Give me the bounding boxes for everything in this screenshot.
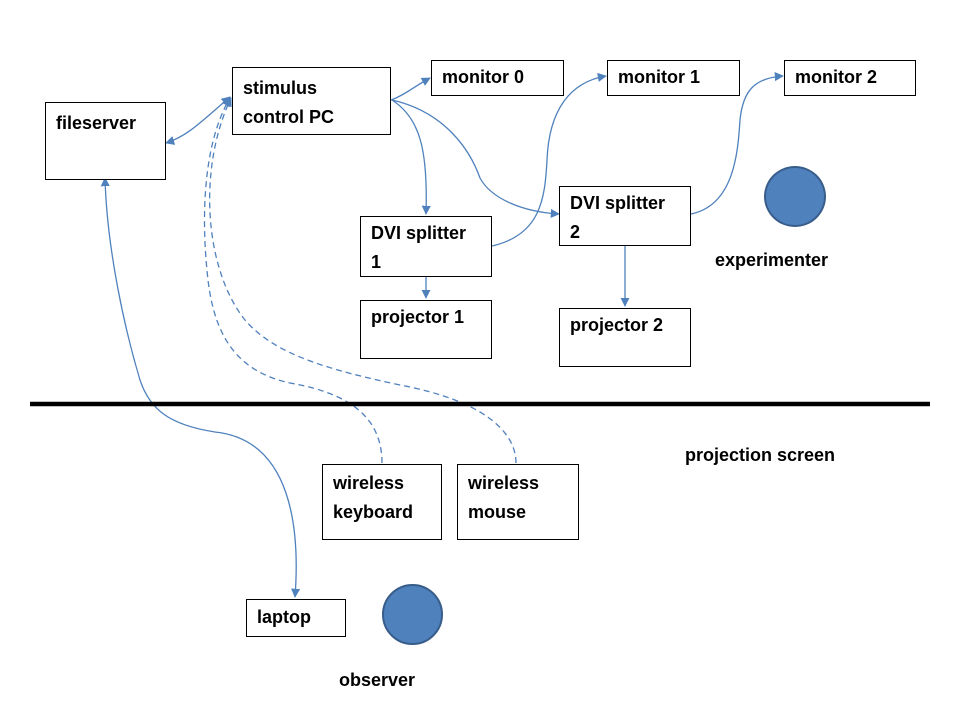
experimenter-icon — [764, 166, 826, 227]
dvi-splitter2-box: DVI splitter 2 — [559, 186, 691, 246]
edge-dvi-splitter2-monitor2 — [690, 72, 784, 215]
edge-wireless-mouse-stimulus-pc — [209, 97, 517, 464]
edge-stimulus-pc-monitor0 — [390, 77, 431, 101]
edge-fileserver-stimulus-pc — [165, 96, 231, 145]
observer-label: observer — [339, 670, 416, 690]
laptop-box: laptop — [246, 599, 346, 637]
edge-laptop-fileserver — [100, 177, 301, 598]
projector1-box: projector 1 — [360, 300, 492, 359]
wireless-keyboard-box: wireless keyboard — [322, 464, 442, 540]
dvi-splitter1-box: DVI splitter 1 — [360, 216, 492, 277]
observer-icon — [382, 584, 443, 645]
monitor0-box: monitor 0 — [431, 60, 564, 96]
monitor2-box: monitor 2 — [784, 60, 916, 96]
edge-dvi-splitter1-monitor1 — [491, 72, 607, 247]
experimenter-label: experimenter — [715, 250, 829, 270]
edge-stimulus-pc-dvi-splitter2 — [391, 99, 560, 219]
projection-screen-label: projection screen — [685, 445, 836, 465]
edge-wireless-keyboard-stimulus-pc — [203, 97, 383, 464]
wireless-mouse-box: wireless mouse — [457, 464, 579, 540]
stimulus-control-pc-box: stimulus control PC — [232, 67, 391, 135]
monitor1-box: monitor 1 — [607, 60, 740, 96]
fileserver-box: fileserver — [45, 102, 166, 180]
edge-stimulus-pc-dvi-splitter1 — [391, 99, 431, 215]
projector2-box: projector 2 — [559, 308, 691, 367]
